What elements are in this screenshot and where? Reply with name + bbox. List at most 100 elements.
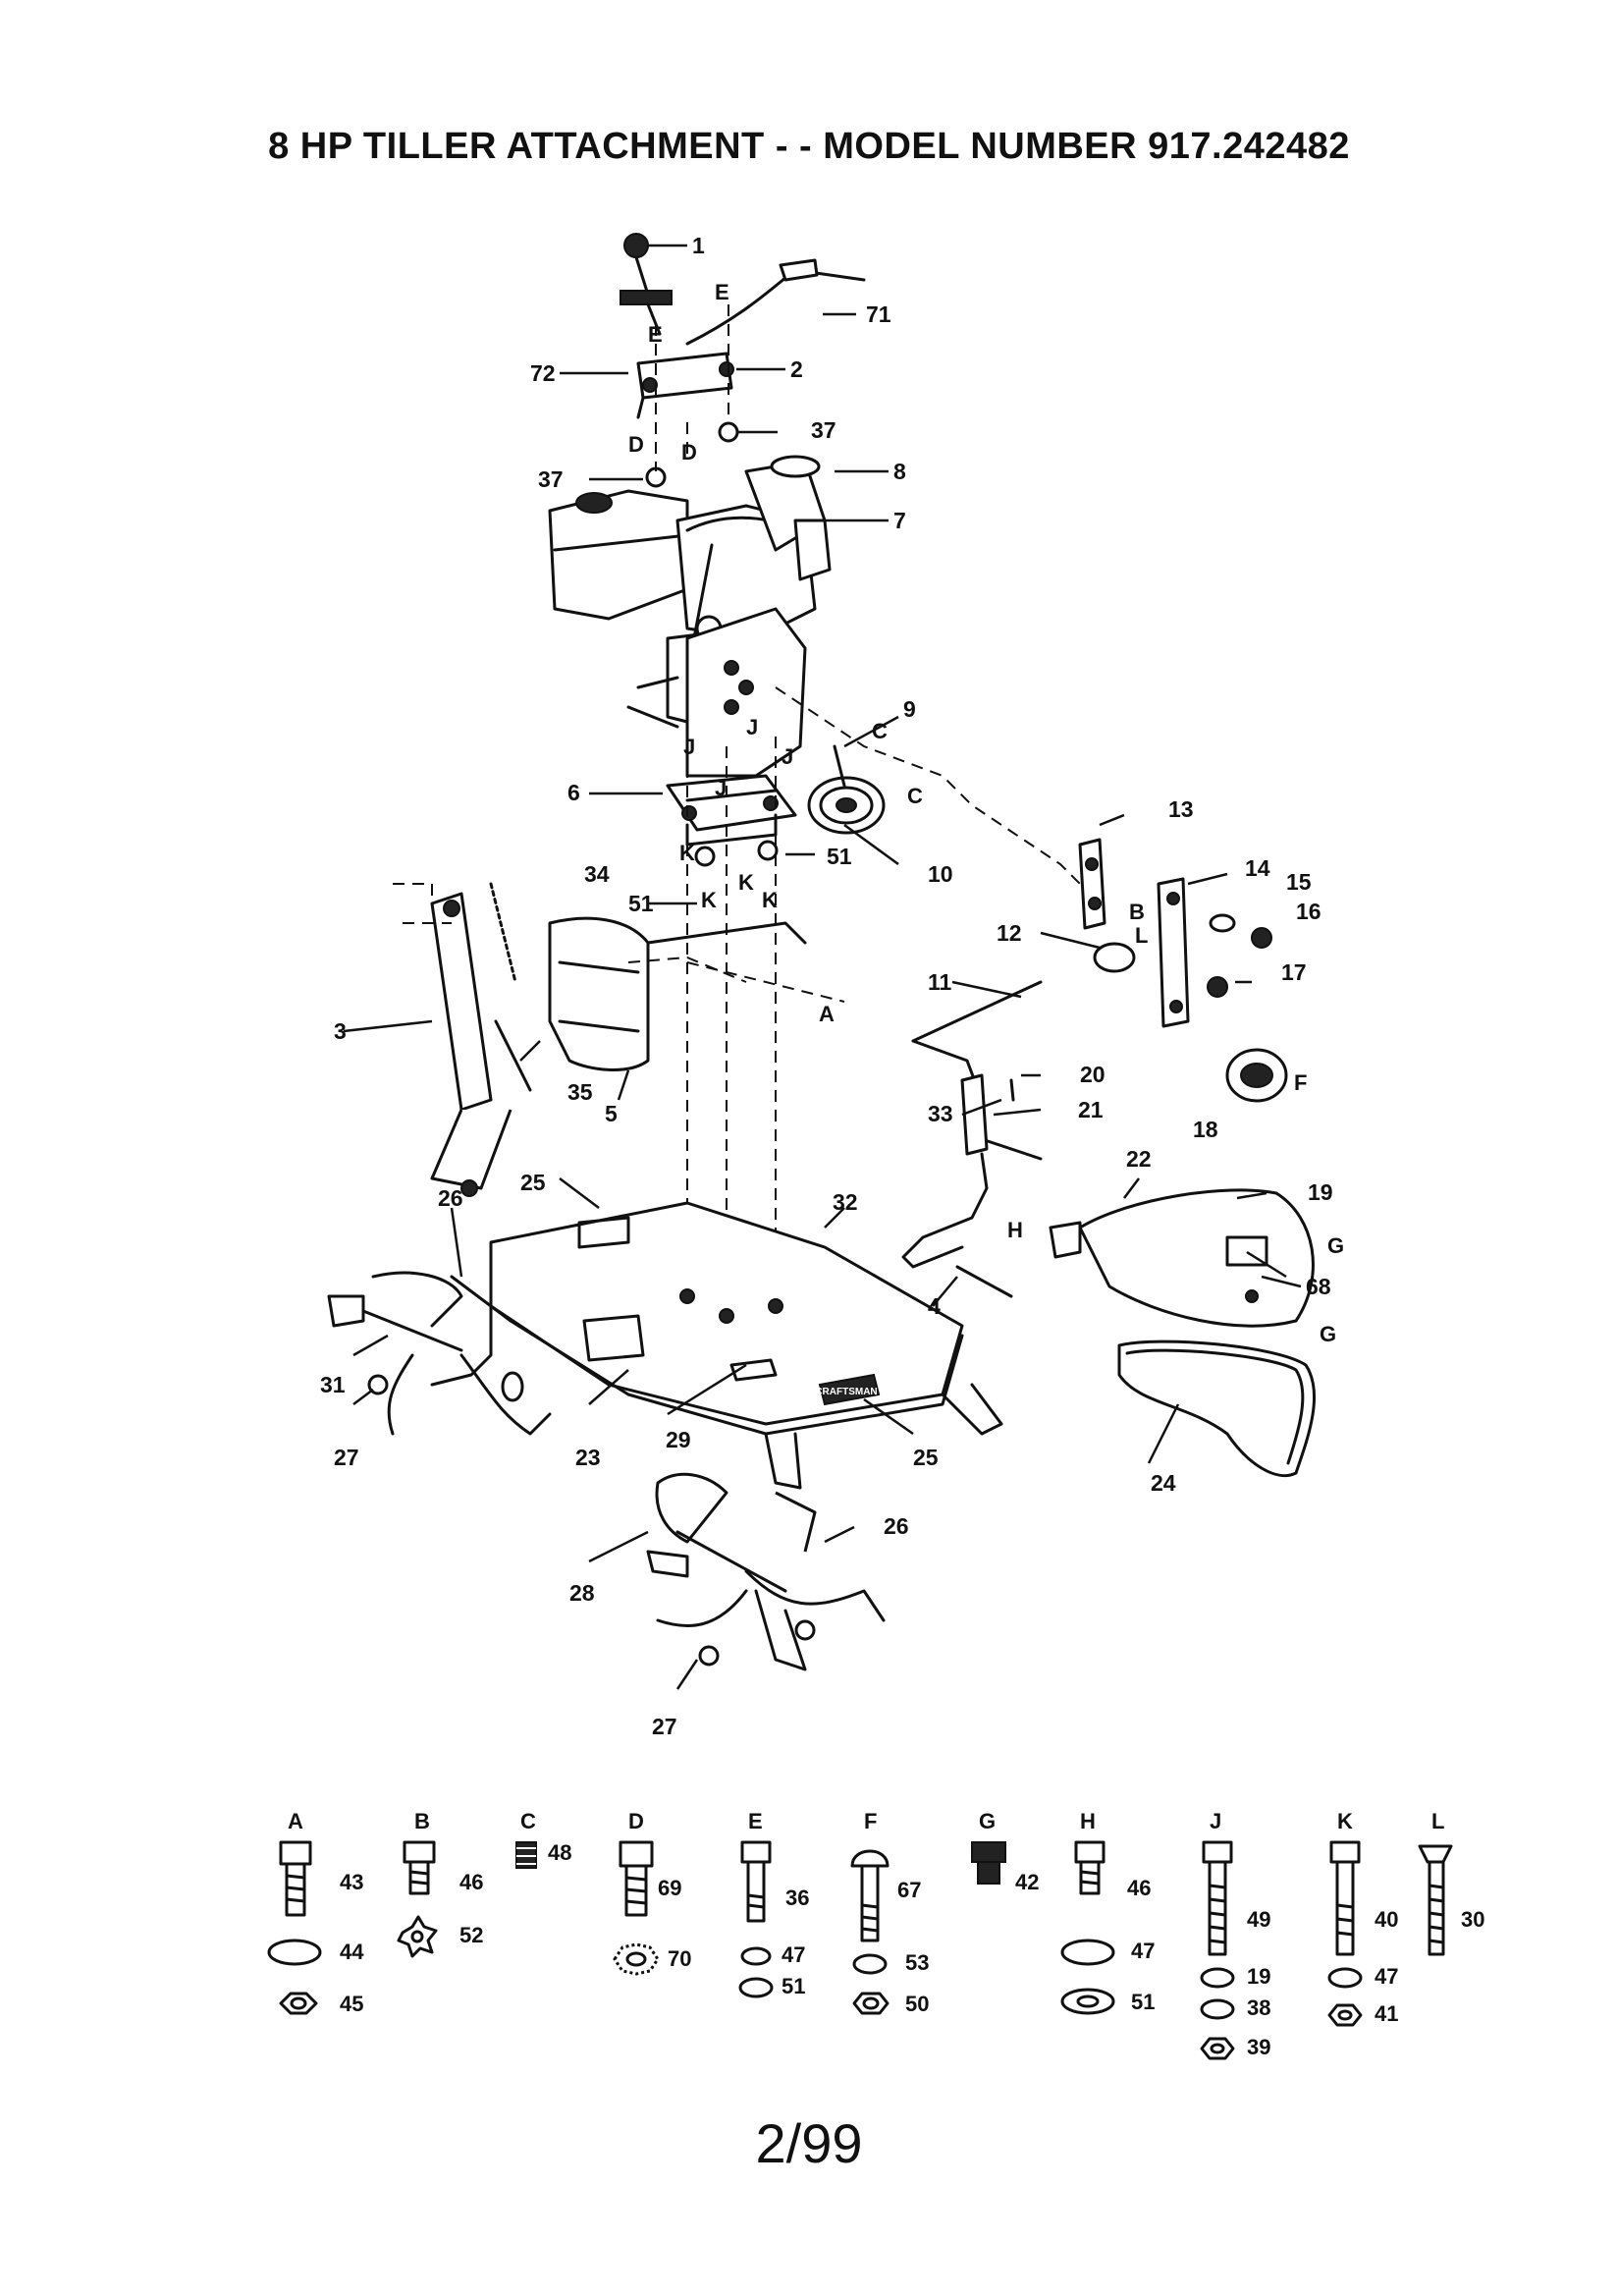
- hardware-part-number: 47: [1375, 1964, 1398, 1989]
- callout-label: 13: [1168, 796, 1194, 822]
- hardware-part-number: 42: [1015, 1870, 1039, 1894]
- callout-label: 27: [652, 1714, 677, 1739]
- callout-label: 18: [1193, 1117, 1218, 1142]
- drive-belt-part: [1117, 1339, 1317, 1478]
- page-number: 2/99: [755, 2112, 863, 2174]
- reference-letter: E: [715, 280, 729, 304]
- reference-letter: G: [1327, 1233, 1344, 1258]
- reference-letter: E: [648, 322, 663, 347]
- hardware-part-number: 30: [1461, 1907, 1484, 1932]
- callout-label: 22: [1126, 1146, 1152, 1172]
- chute-guard-part: [548, 916, 807, 1071]
- callout-label: 24: [1151, 1470, 1176, 1496]
- spacer-12-part: [1093, 942, 1136, 973]
- callout-label: 6: [567, 780, 580, 805]
- reference-letter: J: [715, 776, 727, 800]
- washer-51-right: [757, 840, 779, 861]
- key-part: [833, 744, 846, 788]
- reference-letter: J: [683, 735, 695, 759]
- callout-label: 26: [884, 1513, 909, 1539]
- reference-letter: D: [681, 440, 697, 465]
- hardware-part-number: 38: [1247, 1995, 1270, 2020]
- hardware-letter: F: [864, 1809, 877, 1833]
- callout-label: 51: [628, 891, 654, 916]
- reference-letter: F: [1294, 1070, 1307, 1095]
- callout-label: 1: [692, 233, 705, 258]
- callout-label: 29: [666, 1427, 691, 1452]
- leader-lines: [343, 244, 1302, 1690]
- hardware-group-j: J 49 19 38 39: [1200, 1809, 1270, 2060]
- washer-15-part: [1209, 913, 1236, 933]
- hardware-letter: A: [288, 1809, 303, 1833]
- rod-11-part: [911, 980, 1043, 1043]
- hardware-letter: E: [748, 1809, 763, 1833]
- tine-shield-part: CRAFTSMAN: [489, 1201, 1003, 1490]
- callout-label: 16: [1296, 899, 1321, 924]
- callout-label: 14: [1245, 855, 1270, 881]
- callout-label: 7: [893, 508, 906, 533]
- frame-column-part: [626, 607, 807, 778]
- callout-label: 32: [833, 1189, 858, 1215]
- craftsman-decal-label: CRAFTSMAN: [815, 1387, 877, 1397]
- callout-label: 11: [928, 969, 952, 995]
- washer-37-right: [718, 421, 739, 443]
- reference-letter: K: [701, 888, 717, 912]
- pulley-part: [807, 776, 886, 835]
- spring-part: [489, 882, 517, 984]
- nut-17-part: [1207, 976, 1228, 998]
- hardware-part-number: 36: [785, 1886, 809, 1910]
- hardware-group-k: K 40 47 41: [1327, 1809, 1398, 2027]
- callout-label: 4: [928, 1293, 941, 1319]
- reference-letter: K: [762, 888, 778, 912]
- cable-clip-part: [779, 258, 819, 282]
- hardware-legend: A 43 44 45 B 46 52 C 48: [267, 1809, 1484, 2060]
- idler-pulley-part: [1225, 1048, 1288, 1103]
- hardware-group-e: E 36 47 51: [738, 1809, 809, 1998]
- reference-letter: D: [628, 432, 644, 457]
- hardware-group-d: D 69 70: [613, 1809, 691, 1976]
- washer-51-left: [694, 846, 716, 867]
- idler-bracket-part: [1078, 838, 1106, 930]
- callout-label: 37: [811, 417, 836, 443]
- reference-letter: C: [907, 784, 923, 808]
- hardware-part-number: 50: [905, 1992, 929, 2016]
- callout-label: 15: [1286, 869, 1312, 895]
- callout-label: 10: [928, 861, 953, 887]
- crank-part: [901, 1073, 989, 1269]
- callout-label: 34: [584, 861, 610, 887]
- hardware-part-number: 43: [340, 1870, 363, 1894]
- callout-label: 71: [866, 301, 891, 327]
- callout-label: 72: [530, 360, 556, 386]
- diagram-title: 8 HP TILLER ATTACHMENT - - MODEL NUMBER …: [268, 126, 1350, 167]
- left-tine-assembly-part: [327, 1271, 552, 1436]
- hardware-letter: J: [1210, 1809, 1221, 1833]
- hardware-part-number: 48: [548, 1840, 571, 1865]
- hardware-part-number: 47: [782, 1942, 805, 1967]
- hardware-part-number: 41: [1375, 2001, 1398, 2026]
- hardware-part-number: 45: [340, 1992, 363, 2016]
- lever-bracket-part: [636, 352, 734, 419]
- hardware-letter: C: [520, 1809, 536, 1833]
- callout-label: 68: [1306, 1274, 1331, 1299]
- reference-letter: K: [738, 870, 754, 895]
- belt-cover-part: [1049, 1188, 1315, 1328]
- hardware-group-b: B 46 52: [397, 1809, 483, 1958]
- callout-label: 28: [569, 1580, 595, 1606]
- hardware-part-number: 53: [905, 1950, 929, 1975]
- callout-label: 27: [334, 1445, 359, 1470]
- hardware-letter: B: [414, 1809, 430, 1833]
- reference-letter: A: [819, 1002, 835, 1026]
- callout-label: 2: [790, 356, 803, 382]
- callout-label: 33: [928, 1101, 953, 1126]
- hardware-group-h: H 46 47 51: [1060, 1809, 1155, 2015]
- hardware-part-number: 51: [782, 1974, 805, 1998]
- callout-label: 3: [334, 1018, 347, 1044]
- callout-label: 25: [520, 1170, 546, 1195]
- reference-letter: C: [872, 719, 888, 743]
- pin-35-part: [494, 1019, 532, 1092]
- hardware-part-number: 19: [1247, 1964, 1270, 1989]
- reference-letter: B: [1129, 900, 1145, 924]
- callout-label: 37: [538, 466, 564, 492]
- nut-16-part: [1251, 927, 1272, 949]
